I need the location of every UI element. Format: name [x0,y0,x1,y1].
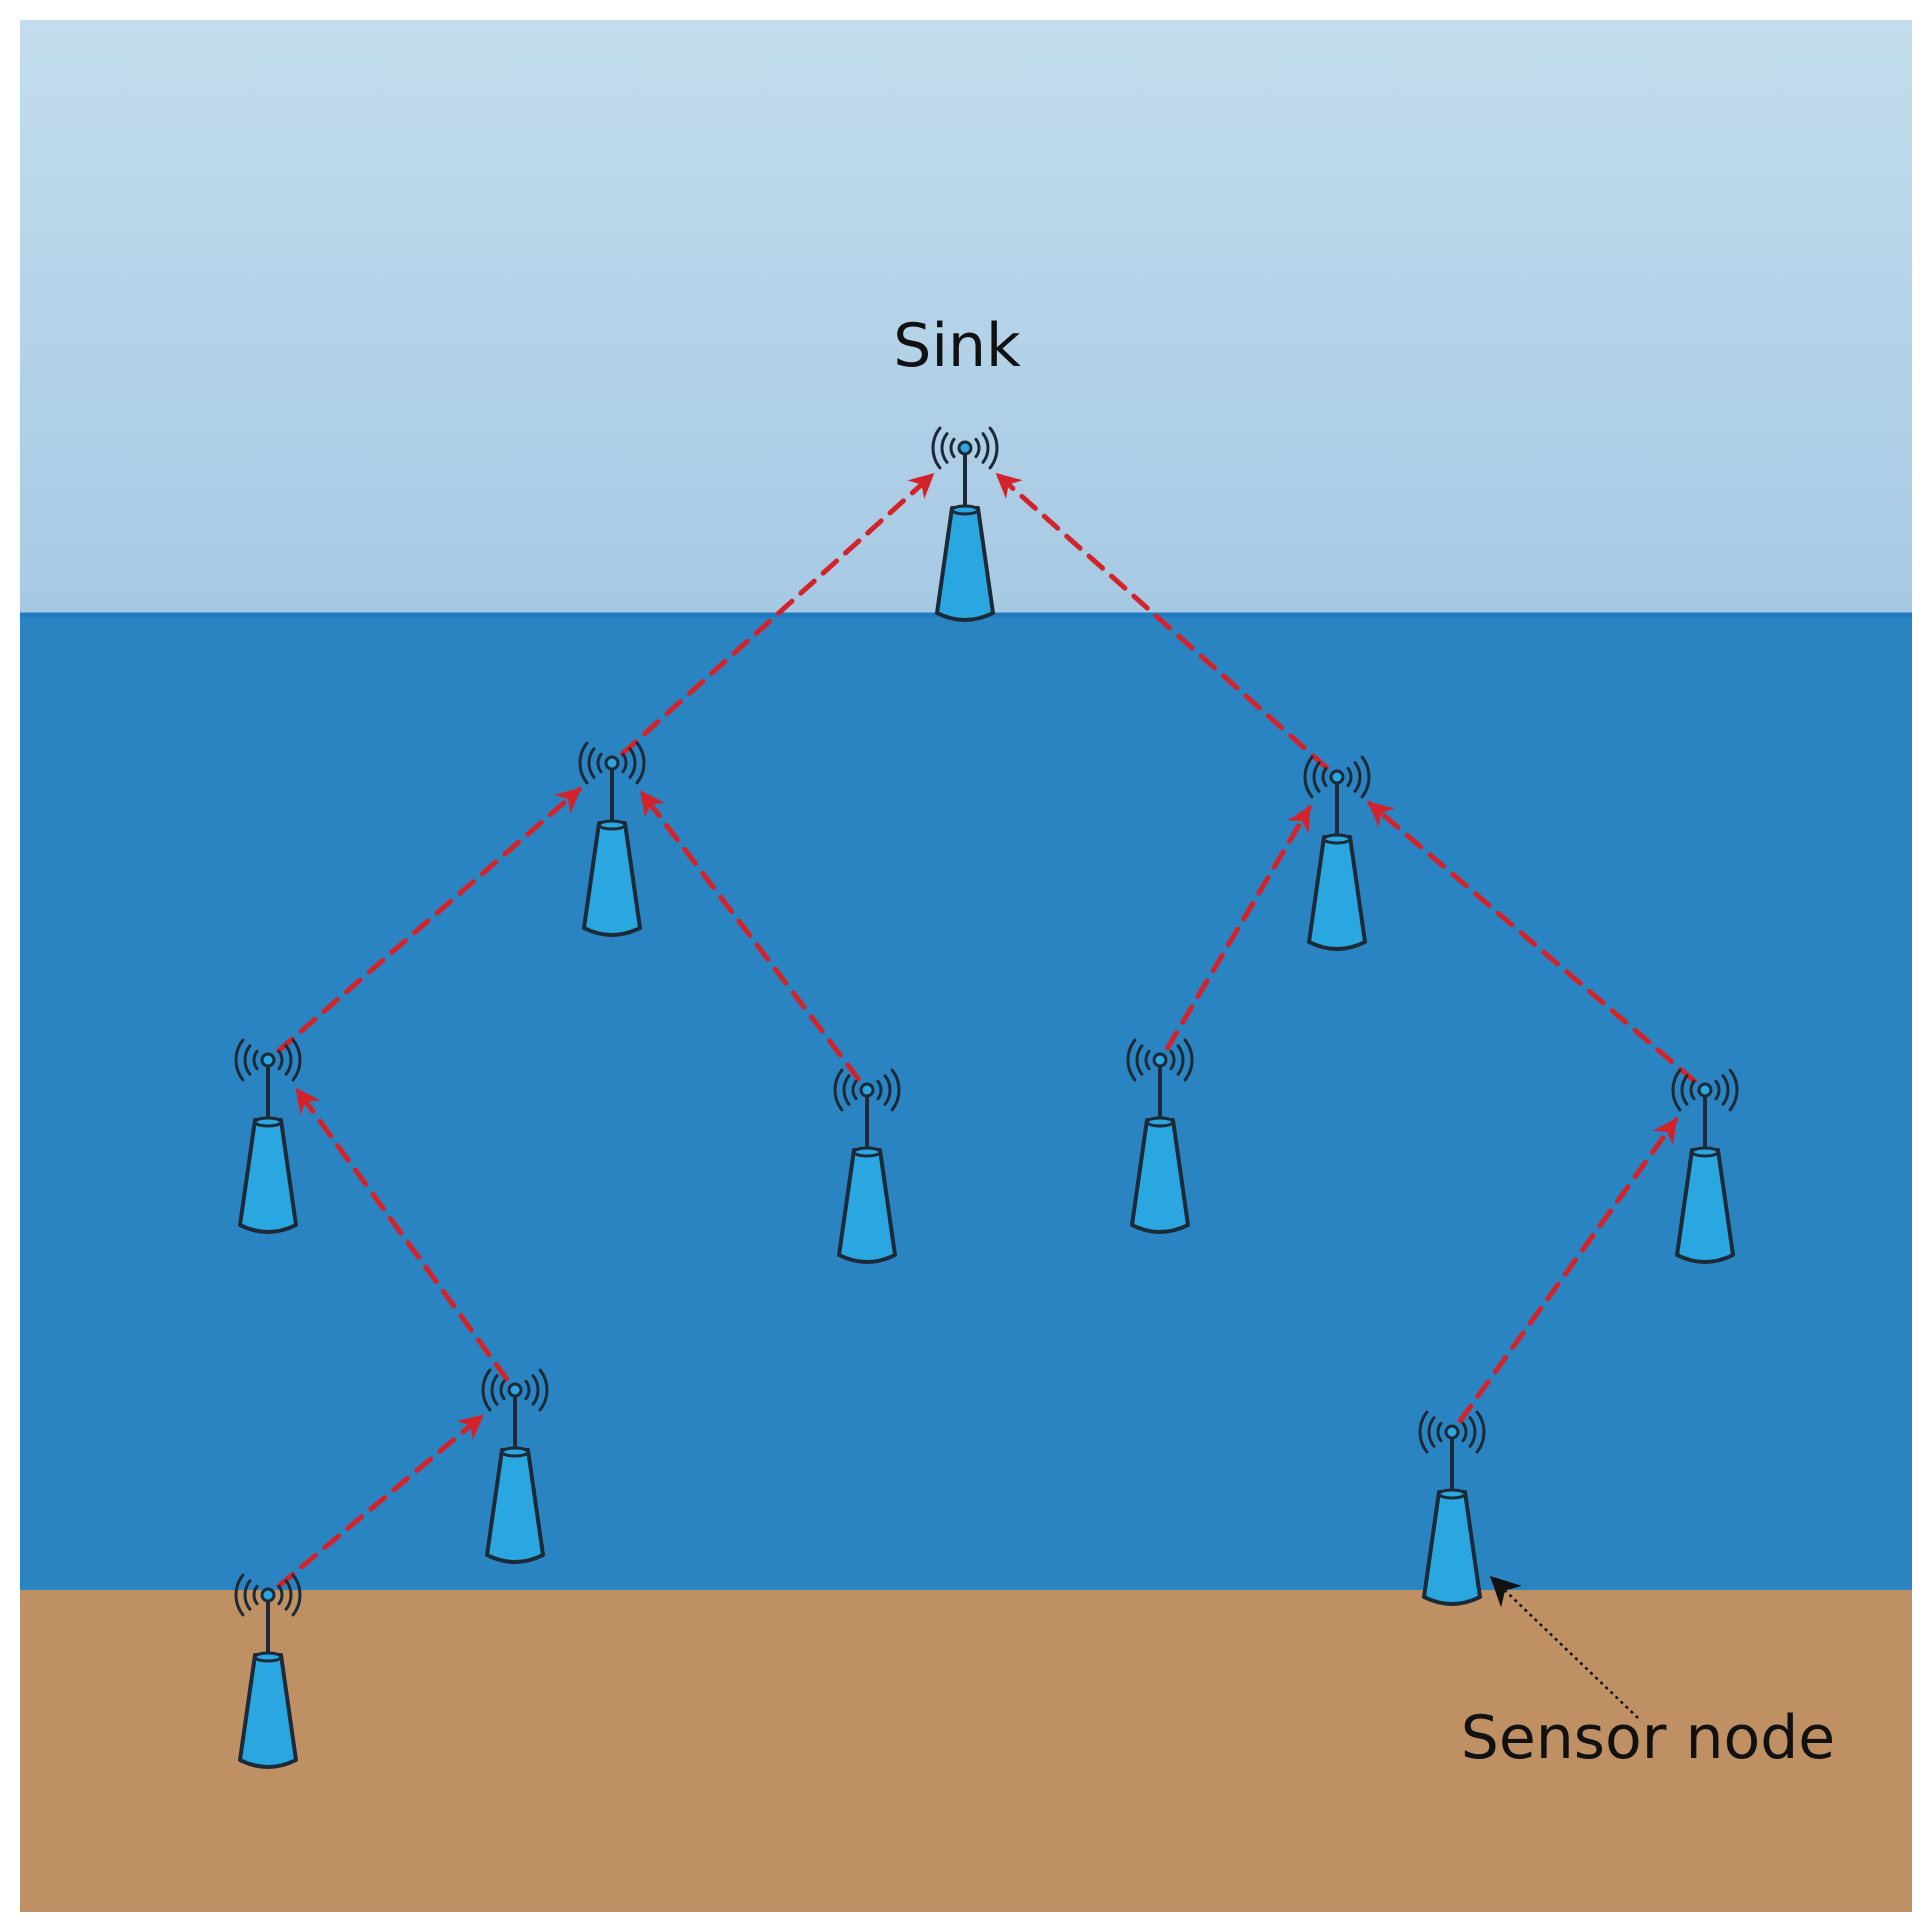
buoy-body-icon [1130,1118,1190,1234]
buoy-body-icon [238,1118,298,1234]
link-arrow-n6-to-n2 [1367,800,1697,1084]
antenna-tip-icon [604,755,620,771]
antenna-tip-icon [957,440,973,456]
link-arrow-n2-to-sink [994,472,1330,771]
buoy-body-icon [582,821,642,937]
antenna-tip-icon [507,1382,523,1398]
radio-waves-icon [1418,1410,1486,1454]
sensor-node-n3 [234,1038,302,1234]
radio-waves-icon [481,1368,549,1412]
sensor-node-n5 [1126,1038,1194,1234]
link-arrow-n8-to-n7 [276,1413,485,1589]
radio-waves-icon [833,1068,901,1112]
buoy-cap-icon [1690,1146,1720,1158]
radio-waves-icon [1671,1068,1739,1112]
sink-label: Sink [893,311,1021,381]
radio-waves-icon [1126,1038,1194,1082]
buoy-body-icon [485,1448,545,1564]
sink-node [931,426,999,622]
sensor-node-n8 [234,1573,302,1769]
buoy-body-icon [1307,835,1367,951]
antenna-tip-icon [260,1052,276,1068]
radio-waves-icon [1303,755,1371,799]
antenna-tip-icon [1444,1424,1460,1440]
buoy-cap-icon [1437,1488,1467,1500]
sensor-node-label: Sensor node [1461,1703,1835,1773]
link-arrow-n1-to-sink [619,472,936,757]
sensor-node-n1 [578,741,646,937]
link-arrow-n7-to-n3 [294,1087,510,1382]
nodes-layer [234,426,1739,1769]
antenna-tip-icon [260,1587,276,1603]
sensor-node-n4 [833,1068,901,1264]
buoy-cap-icon [253,1651,283,1663]
buoy-body-icon [935,506,995,622]
buoy-cap-icon [597,819,627,831]
radio-waves-icon [234,1573,302,1617]
sensor-node-n6 [1671,1068,1739,1264]
links-layer [276,472,1697,1589]
buoy-cap-icon [852,1146,882,1158]
buoy-cap-icon [253,1116,283,1128]
buoy-body-icon [238,1653,298,1769]
buoy-body-icon [1675,1148,1735,1264]
radio-waves-icon [578,741,646,785]
antenna-tip-icon [859,1082,875,1098]
buoy-body-icon [837,1148,897,1264]
link-arrow-n5-to-n2 [1164,805,1312,1051]
sensor-node-n2 [1303,755,1371,951]
sensor-node-n7 [481,1368,549,1564]
antenna-tip-icon [1697,1082,1713,1098]
buoy-cap-icon [1322,833,1352,845]
buoy-cap-icon [500,1446,530,1458]
radio-waves-icon [931,426,999,470]
buoy-cap-icon [1145,1116,1175,1128]
antenna-tip-icon [1152,1052,1168,1068]
link-arrow-n4-to-n1 [639,789,861,1082]
sensor-node-n9 [1418,1410,1486,1606]
radio-waves-icon [234,1038,302,1082]
antenna-tip-icon [1329,769,1345,785]
link-arrow-n9-to-n6 [1457,1117,1679,1424]
water-region [20,615,1912,1590]
buoy-body-icon [1422,1490,1482,1606]
link-arrow-n3-to-n1 [276,786,582,1054]
buoy-cap-icon [950,504,980,516]
sensor-node-pointer-arrow [1489,1575,1639,1719]
seabed-region [20,1590,1912,1912]
